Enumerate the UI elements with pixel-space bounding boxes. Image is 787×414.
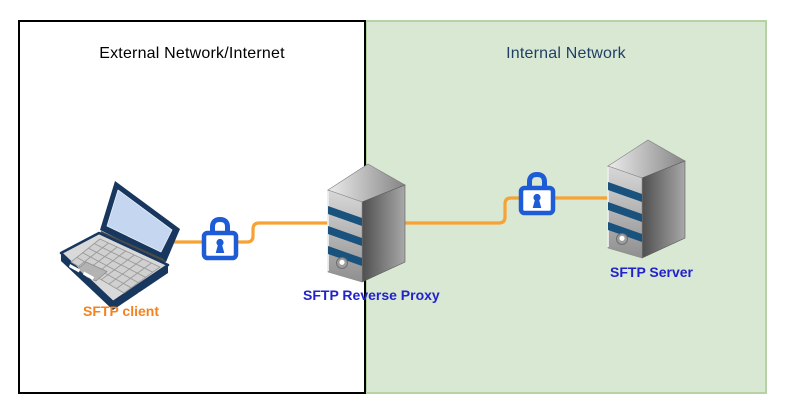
node-label-sftp-server: SFTP Server — [610, 264, 694, 280]
laptop-icon-sftp-client — [59, 181, 180, 310]
connection-client-to-proxy — [174, 221, 330, 244]
laptop-touchpad — [74, 261, 108, 282]
zone-internal-title: Internal Network — [506, 45, 626, 62]
padlock-icon-internal — [518, 171, 556, 216]
padlock-icon-external — [201, 216, 239, 261]
laptop-keyboard — [70, 238, 161, 294]
server-icon-sftp-reverse-proxy — [327, 163, 406, 283]
node-label-sftp-client: SFTP client — [83, 303, 159, 319]
zone-external-title: External Network/Internet — [99, 45, 285, 62]
node-label-sftp-reverse-proxy: SFTP Reverse Proxy — [303, 287, 440, 303]
connection-proxy-to-server — [404, 196, 610, 225]
zone-external-network: External Network/Internet — [18, 20, 366, 394]
zone-internal-network: Internal Network — [365, 20, 767, 394]
server-icon-sftp-server — [607, 139, 686, 259]
